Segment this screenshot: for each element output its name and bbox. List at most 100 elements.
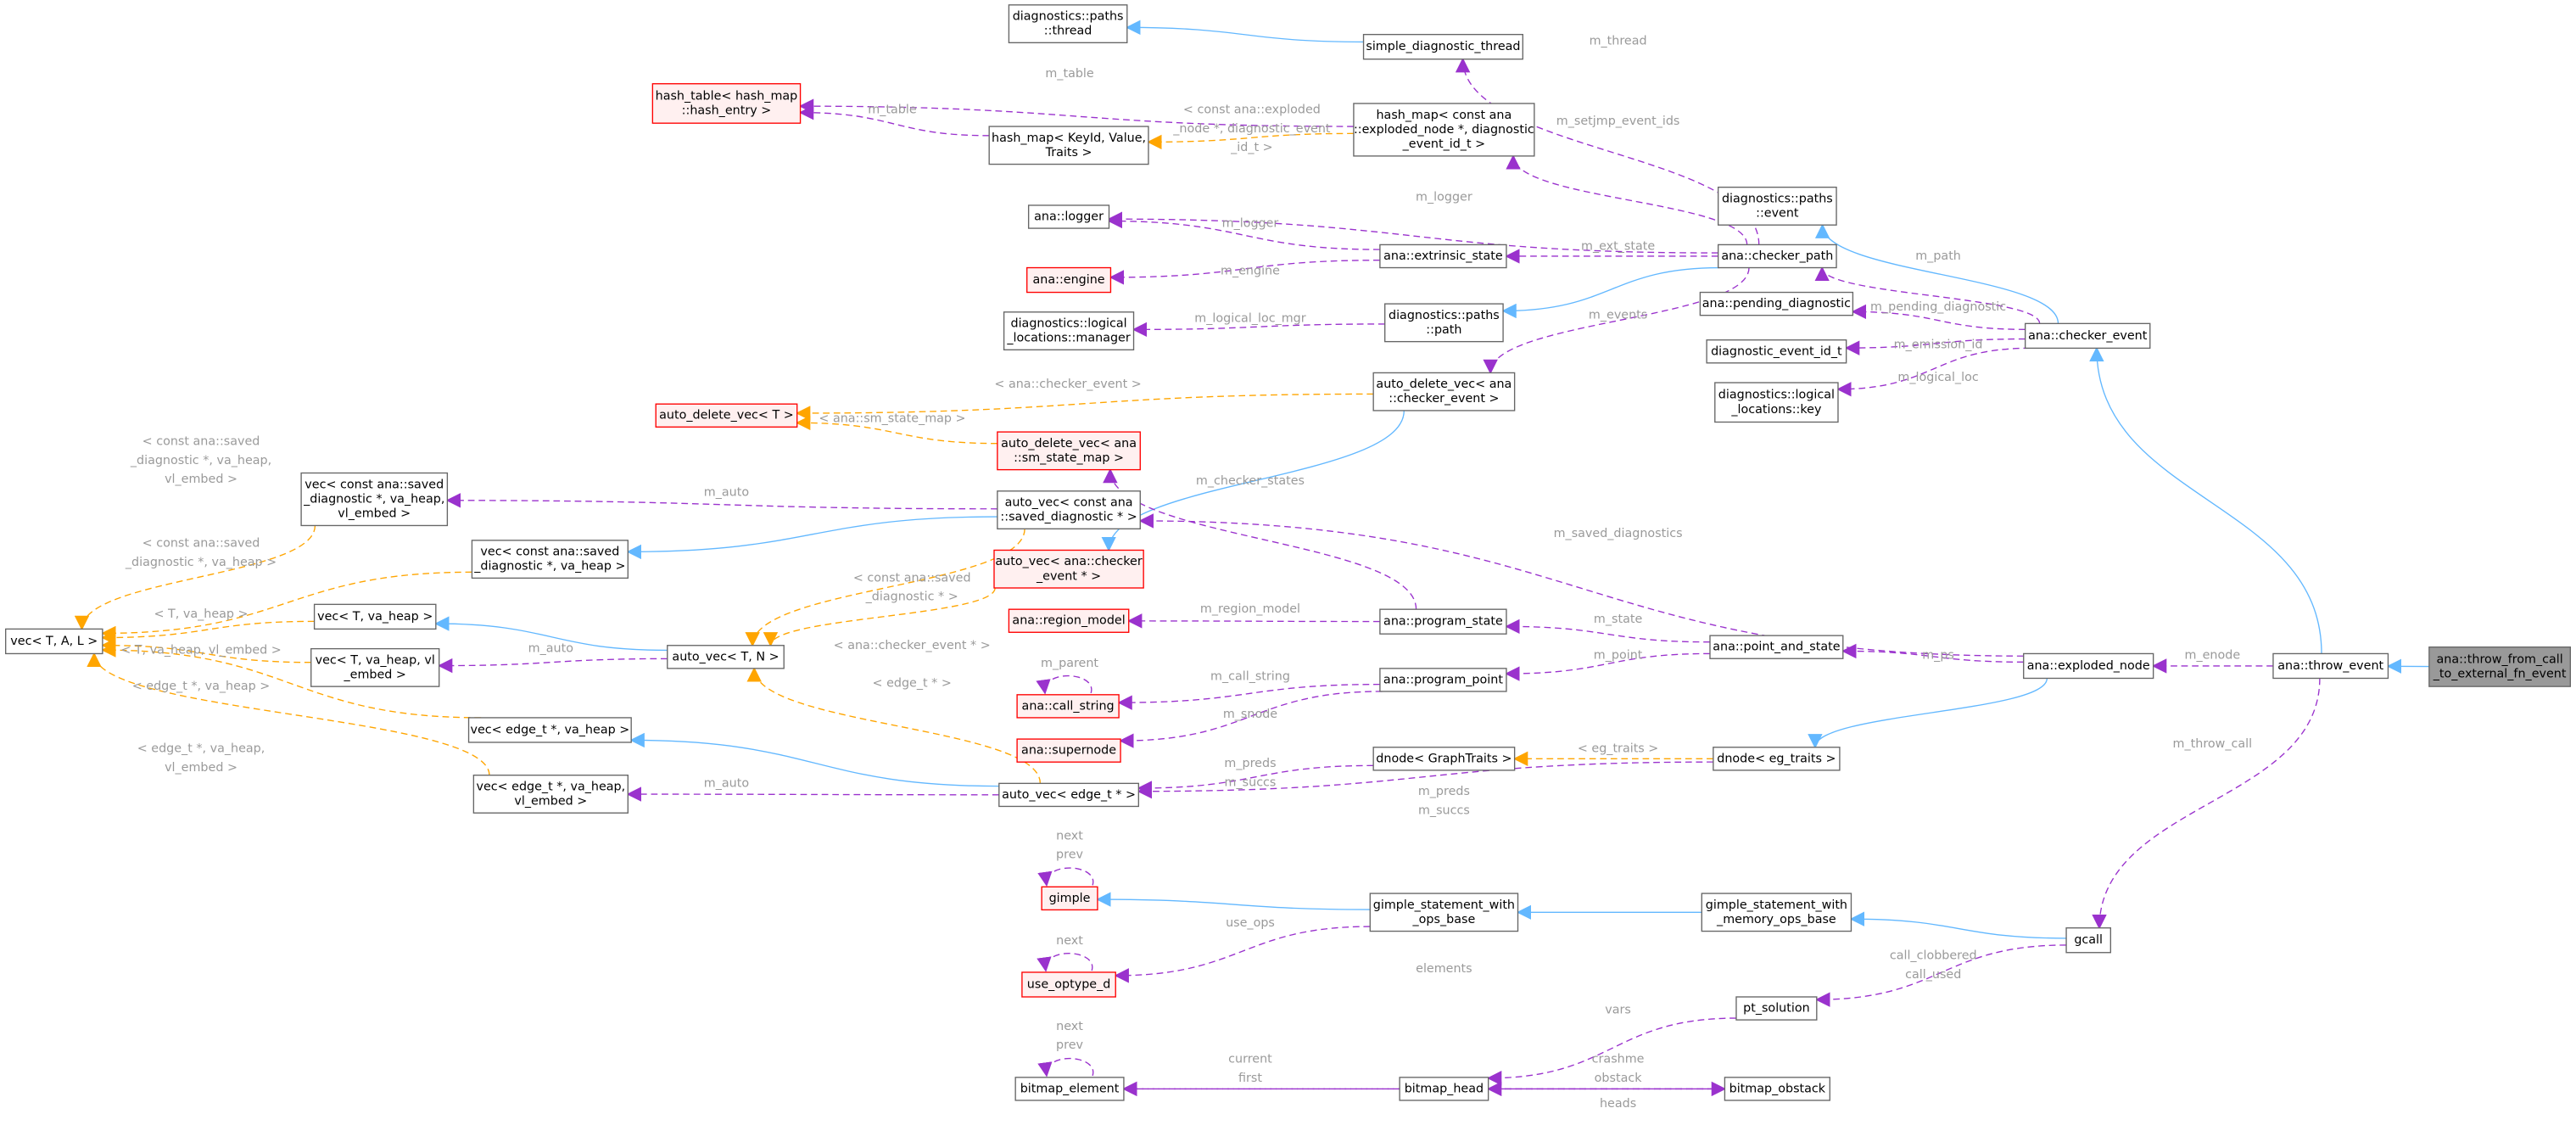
edge-label: _node *, diagnostic_event bbox=[1172, 122, 1331, 136]
node-gs-ops-base[interactable]: gimple_statement_with_ops_base bbox=[1369, 893, 1519, 932]
node-box bbox=[997, 431, 1141, 471]
node-vec-T-va-heap[interactable]: vec< T, va_heap > bbox=[313, 603, 437, 630]
node-box bbox=[1735, 996, 1818, 1021]
node-box bbox=[998, 782, 1140, 808]
edge-inherit-simple_diagnostic_thread-to-paths_thread bbox=[1126, 20, 1364, 43]
edge-usage-program_state-to-region_model bbox=[1126, 613, 1380, 629]
node-gcall[interactable]: gcall bbox=[2065, 927, 2111, 954]
node-label: ::thread bbox=[1044, 25, 1092, 38]
edge-label: vl_embed > bbox=[165, 761, 237, 775]
node-paths-event[interactable]: diagnostics::paths::event bbox=[1717, 186, 1837, 226]
node-pt-solution[interactable]: pt_solution bbox=[1735, 996, 1818, 1021]
edge-label: < ana::sm_state_map > bbox=[819, 412, 965, 426]
node-paths-thread[interactable]: diagnostics::paths::thread bbox=[1008, 4, 1128, 44]
node-point-and-state[interactable]: ana::point_and_state bbox=[1709, 635, 1844, 659]
node-program-state[interactable]: ana::program_state bbox=[1379, 608, 1507, 635]
node-adv-checker-event[interactable]: auto_delete_vec< ana::checker_event > bbox=[1372, 372, 1516, 411]
node-label: diagnostics::logical bbox=[1718, 389, 1835, 402]
edge-usage-throw_event-to-gcall bbox=[2092, 678, 2321, 930]
node-av-T-N[interactable]: auto_vec< T, N > bbox=[667, 645, 785, 669]
node-label: auto_delete_vec< ana bbox=[1001, 437, 1137, 451]
edge-label: prev bbox=[1056, 848, 1083, 862]
node-logger[interactable]: ana::logger bbox=[1027, 204, 1110, 229]
node-dnode-graph[interactable]: dnode< GraphTraits > bbox=[1372, 747, 1516, 771]
node-hash-map-keyid[interactable]: hash_map< KeyId, Value,Traits > bbox=[988, 126, 1149, 165]
edge-label: obstack bbox=[1595, 1072, 1643, 1085]
node-box bbox=[1699, 291, 1854, 316]
node-diagnostic-event-id-t[interactable]: diagnostic_event_id_t bbox=[1706, 339, 1847, 364]
edge-inherit-av_edge-to-vec_edge_va_heap bbox=[629, 732, 999, 787]
node-call-string: ana::call_string bbox=[1016, 694, 1120, 719]
node-gs-mem-ops-base[interactable]: gimple_statement_with_memory_ops_base bbox=[1701, 893, 1852, 932]
node-box bbox=[1008, 4, 1128, 44]
node-ll-manager[interactable]: diagnostics::logical_locations::manager bbox=[1003, 311, 1135, 350]
edge-usage-dnode_graph-to-av_edge bbox=[1137, 764, 1374, 796]
node-vec-saved-va-heap[interactable]: vec< const ana::saved_diagnostic *, va_h… bbox=[471, 540, 629, 579]
node-box bbox=[1003, 311, 1135, 350]
node-box bbox=[1399, 1077, 1489, 1101]
node-av-checker-event: auto_vec< ana::checker_event * > bbox=[993, 549, 1144, 589]
edge-template-av_checker_event-to-av_T_N bbox=[763, 587, 996, 647]
node-label: vec< T, va_heap, vl bbox=[316, 653, 435, 667]
node-adv-T: auto_delete_vec< T > bbox=[655, 403, 798, 428]
edge-usage-program_point-to-call_string bbox=[1117, 683, 1380, 710]
node-pending-diagnostic[interactable]: ana::pending_diagnostic bbox=[1699, 291, 1854, 316]
edge-label: call_used bbox=[1905, 968, 1961, 982]
node-checker-path[interactable]: ana::checker_path bbox=[1717, 243, 1837, 269]
node-label: vec< edge_t *, va_heap > bbox=[471, 723, 630, 736]
edge-label: m_enode bbox=[2185, 648, 2241, 662]
node-vec-edge-vl-embed[interactable]: vec< edge_t *, va_heap,vl_embed > bbox=[472, 775, 629, 814]
edge-label: m_preds bbox=[1418, 785, 1470, 798]
node-program-point[interactable]: ana::program_point bbox=[1379, 668, 1507, 692]
edge-label: current bbox=[1228, 1053, 1272, 1066]
node-box bbox=[997, 490, 1141, 529]
node-label: ana::engine bbox=[1033, 273, 1105, 287]
node-exploded-node[interactable]: ana::exploded_node bbox=[2023, 652, 2154, 680]
node-box bbox=[667, 645, 785, 669]
node-bitmap-obstack[interactable]: bitmap_obstack bbox=[1724, 1077, 1830, 1101]
node-av-edge[interactable]: auto_vec< edge_t * > bbox=[998, 782, 1140, 808]
edge-label: < const ana::saved bbox=[142, 435, 260, 449]
node-label: diagnostics::paths bbox=[1722, 192, 1833, 205]
edge-label: < T, va_heap, vl_embed > bbox=[120, 644, 281, 658]
node-label: auto_vec< T, N > bbox=[672, 650, 779, 663]
edge-label: _diagnostic *, va_heap, bbox=[130, 454, 271, 467]
node-box bbox=[1724, 1077, 1830, 1101]
node-box bbox=[1706, 339, 1847, 364]
node-box bbox=[1026, 266, 1112, 294]
edge-label: m_auto bbox=[704, 486, 749, 500]
edge-usage-checker_event-to-diagnostic_event_id_t bbox=[1844, 338, 2026, 355]
node-vec-edge-va-heap[interactable]: vec< edge_t *, va_heap > bbox=[467, 717, 632, 743]
edge-label: < edge_t * > bbox=[873, 676, 952, 690]
node-throw-event[interactable]: ana::throw_event bbox=[2272, 652, 2389, 680]
node-label: vl_embed > bbox=[338, 507, 411, 521]
edge-label: m_point bbox=[1594, 648, 1643, 662]
node-extrinsic-state[interactable]: ana::extrinsic_state bbox=[1379, 243, 1507, 269]
edge-label: m_auto bbox=[528, 642, 573, 656]
node-box bbox=[1709, 635, 1844, 659]
node-dnode-eg[interactable]: dnode< eg_traits > bbox=[1713, 747, 1841, 771]
node-av-saved-diag[interactable]: auto_vec< const ana::saved_diagnostic * … bbox=[997, 490, 1141, 529]
node-vec-TAL[interactable]: vec< T, A, L > bbox=[4, 628, 103, 655]
node-label: auto_delete_vec< T > bbox=[659, 409, 794, 423]
node-checker-event[interactable]: ana::checker_event bbox=[2024, 322, 2151, 350]
node-label: gimple bbox=[1049, 892, 1091, 905]
node-simple-diagnostic-thread[interactable]: simple_diagnostic_thread bbox=[1362, 33, 1523, 60]
node-vec-saved-vl-embed[interactable]: vec< const ana::saved_diagnostic *, va_h… bbox=[300, 472, 449, 527]
node-label: vec< const ana::saved bbox=[305, 478, 444, 491]
node-label: auto_vec< const ana bbox=[1005, 496, 1133, 510]
nodes-layer: diagnostics::paths::threadsimple_diagnos… bbox=[4, 4, 2572, 1101]
edge-label: m_emission_id bbox=[1894, 339, 1983, 352]
node-label: diagnostics::logical bbox=[1010, 317, 1126, 331]
edge-label: crashme bbox=[1592, 1053, 1645, 1066]
node-paths-path[interactable]: diagnostics::paths::path bbox=[1384, 303, 1504, 343]
edge-usage-checker_path-to-adv_checker_event bbox=[1483, 267, 1750, 375]
node-bitmap-element[interactable]: bitmap_element bbox=[1014, 1077, 1125, 1101]
node-box bbox=[300, 472, 449, 527]
node-ll-key[interactable]: diagnostics::logical_locations::key bbox=[1714, 382, 1839, 423]
edge-inherit-checker_event-to-paths_event bbox=[1814, 223, 2059, 324]
node-vec-T-vl-embed[interactable]: vec< T, va_heap, vl_embed > bbox=[310, 647, 440, 687]
node-hash-map-exploded[interactable]: hash_map< const ana::exploded_node *, di… bbox=[1353, 103, 1535, 157]
node-bitmap-head[interactable]: bitmap_head bbox=[1399, 1077, 1489, 1101]
edge-label: m_path bbox=[1915, 249, 1961, 263]
